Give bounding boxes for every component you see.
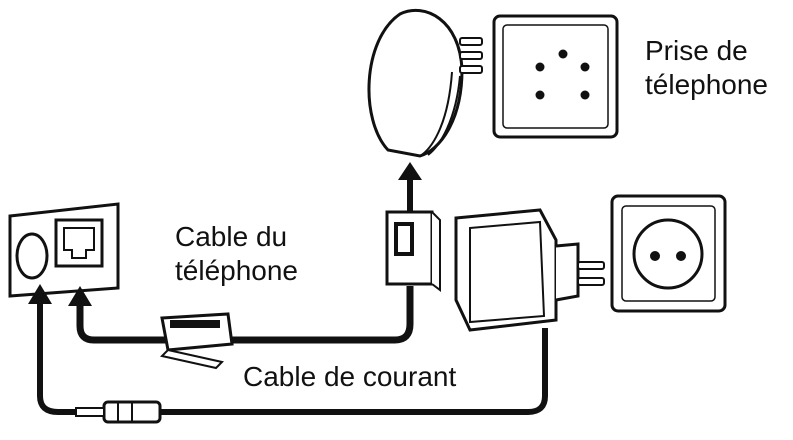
telephone-cable xyxy=(68,286,414,370)
arrow-head-to-power-jack xyxy=(28,284,52,304)
label-line: Cable du xyxy=(175,221,288,252)
telephone-plug-adapter xyxy=(367,8,483,158)
telephone-cable-label: Cable du téléphone xyxy=(175,220,298,288)
power-cable xyxy=(28,284,548,424)
label-line: télephone xyxy=(645,69,769,100)
adapter-prong xyxy=(459,65,483,74)
socket-pin-hole xyxy=(558,49,568,59)
socket-pin-hole xyxy=(580,90,590,100)
power-adapter xyxy=(454,208,605,332)
socket-hole xyxy=(676,251,686,261)
socket-hole xyxy=(650,251,660,261)
telephone-socket-label: Prise de télephone xyxy=(645,34,768,102)
power-wall-socket xyxy=(610,194,727,313)
device-back-panel xyxy=(8,202,120,298)
label-line: téléphone xyxy=(175,255,299,286)
arrow-head-to-rj11 xyxy=(68,286,92,306)
adapter-pin xyxy=(577,261,605,270)
label-line: Prise de xyxy=(645,35,748,66)
rj-plug xyxy=(160,312,234,370)
adapter-pin xyxy=(577,277,605,286)
adapter-prong xyxy=(459,37,483,46)
inline-rj-connector xyxy=(385,210,441,292)
barrel-plug xyxy=(75,400,162,424)
power-jack xyxy=(15,232,49,280)
adapter-prong xyxy=(459,51,483,60)
socket-pin-hole xyxy=(535,90,545,100)
power-cable-label: Cable de courant xyxy=(243,361,457,392)
socket-pin-hole xyxy=(580,62,590,72)
socket-pin-hole xyxy=(535,62,545,72)
telephone-wall-socket xyxy=(492,14,619,139)
arrow-head-up xyxy=(398,162,422,180)
